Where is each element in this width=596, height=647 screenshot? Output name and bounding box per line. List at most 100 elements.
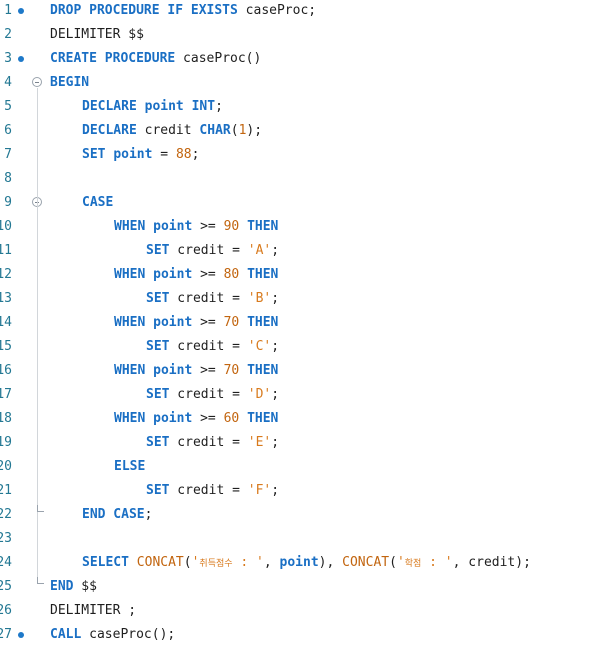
code-token: credit = xyxy=(169,339,248,354)
statement-marker-icon[interactable] xyxy=(18,56,24,62)
line-number: 2 xyxy=(4,27,12,42)
code-text: DELIMITER $$ xyxy=(50,23,144,47)
code-token: point xyxy=(279,555,319,570)
code-line[interactable]: 23 xyxy=(0,527,596,551)
line-number: 5 xyxy=(4,99,12,114)
code-token: DROP PROCEDURE IF EXISTS xyxy=(50,3,238,18)
code-token: point xyxy=(113,147,153,162)
code-token: ' xyxy=(191,555,200,570)
code-token: 'D' xyxy=(247,387,272,402)
code-token: SET xyxy=(146,339,170,354)
code-line[interactable]: 7 SET point = 88; xyxy=(0,143,596,167)
code-text: BEGIN xyxy=(50,71,89,95)
code-line[interactable]: 27 CALL caseProc(); xyxy=(0,623,596,647)
code-text: DECLARE credit CHAR(1); xyxy=(82,119,262,143)
code-line[interactable]: 2 DELIMITER $$ xyxy=(0,23,596,47)
code-token xyxy=(239,411,247,426)
code-token: SET xyxy=(146,435,170,450)
line-number: 10 xyxy=(0,219,12,234)
code-token xyxy=(129,555,137,570)
code-text: SET point = 88; xyxy=(82,143,199,167)
code-token: THEN xyxy=(247,219,279,234)
code-token: ELSE xyxy=(114,459,146,474)
line-number: 17 xyxy=(0,387,12,402)
code-token: >= xyxy=(192,219,224,234)
line-number: 7 xyxy=(4,147,12,162)
line-number: 6 xyxy=(4,123,12,138)
code-text: CASE xyxy=(82,191,113,215)
code-line[interactable]: 10 WHEN point >= 90 THEN xyxy=(0,215,596,239)
code-token: 'B' xyxy=(247,291,272,306)
code-token: ; xyxy=(271,435,280,450)
line-number: 12 xyxy=(0,267,12,282)
code-line[interactable]: 22 END CASE; xyxy=(0,503,596,527)
code-token: THEN xyxy=(247,267,279,282)
line-number: 15 xyxy=(0,339,12,354)
code-token: point xyxy=(153,363,193,378)
statement-marker-icon[interactable] xyxy=(18,8,24,14)
line-number: 3 xyxy=(4,51,12,66)
code-token: WHEN xyxy=(114,267,146,282)
code-token: CONCAT xyxy=(342,555,390,570)
code-token: 88 xyxy=(175,147,192,162)
line-number: 22 xyxy=(0,507,12,522)
code-token: point xyxy=(153,411,193,426)
code-line[interactable]: 8 xyxy=(0,167,596,191)
code-token xyxy=(239,363,247,378)
code-token: DELIMITER ; xyxy=(50,603,137,618)
code-token: point xyxy=(153,267,193,282)
code-token: 1 xyxy=(238,123,247,138)
code-text: WHEN point >= 70 THEN xyxy=(114,311,278,335)
code-token: DECLARE xyxy=(82,99,137,114)
code-token: credit = xyxy=(169,435,248,450)
code-token: 취득점수 xyxy=(199,559,233,569)
code-text: CALL caseProc(); xyxy=(50,623,175,647)
line-number: 20 xyxy=(0,459,12,474)
code-line[interactable]: 20 ELSE xyxy=(0,455,596,479)
code-line[interactable]: 3 CREATE PROCEDURE caseProc() xyxy=(0,47,596,71)
code-token: ; xyxy=(271,483,280,498)
code-text: SELECT CONCAT('취득점수 : ', point), CONCAT(… xyxy=(82,551,531,576)
code-token: THEN xyxy=(247,315,279,330)
code-token: credit xyxy=(136,123,200,138)
code-token xyxy=(239,219,247,234)
code-text: WHEN point >= 90 THEN xyxy=(114,215,278,239)
fold-toggle-icon[interactable] xyxy=(32,77,42,87)
code-text: CREATE PROCEDURE caseProc() xyxy=(50,47,261,71)
code-token: , credit); xyxy=(452,555,531,570)
code-token: SET xyxy=(146,483,170,498)
code-text: WHEN point >= 70 THEN xyxy=(114,359,278,383)
line-number: 1 xyxy=(4,3,12,18)
code-token xyxy=(145,315,153,330)
code-line[interactable]: 6 DECLARE credit CHAR(1); xyxy=(0,119,596,143)
code-text: END CASE; xyxy=(82,503,152,527)
code-token: DELIMITER $$ xyxy=(50,27,144,42)
code-token: DECLARE xyxy=(82,123,137,138)
line-number: 27 xyxy=(0,627,12,642)
code-token: SET xyxy=(146,387,170,402)
code-token: ; xyxy=(271,243,280,258)
statement-marker-icon[interactable] xyxy=(18,632,24,638)
line-number: 8 xyxy=(4,171,12,186)
code-token xyxy=(239,267,247,282)
code-token: point xyxy=(153,315,193,330)
code-token: SELECT xyxy=(82,555,129,570)
